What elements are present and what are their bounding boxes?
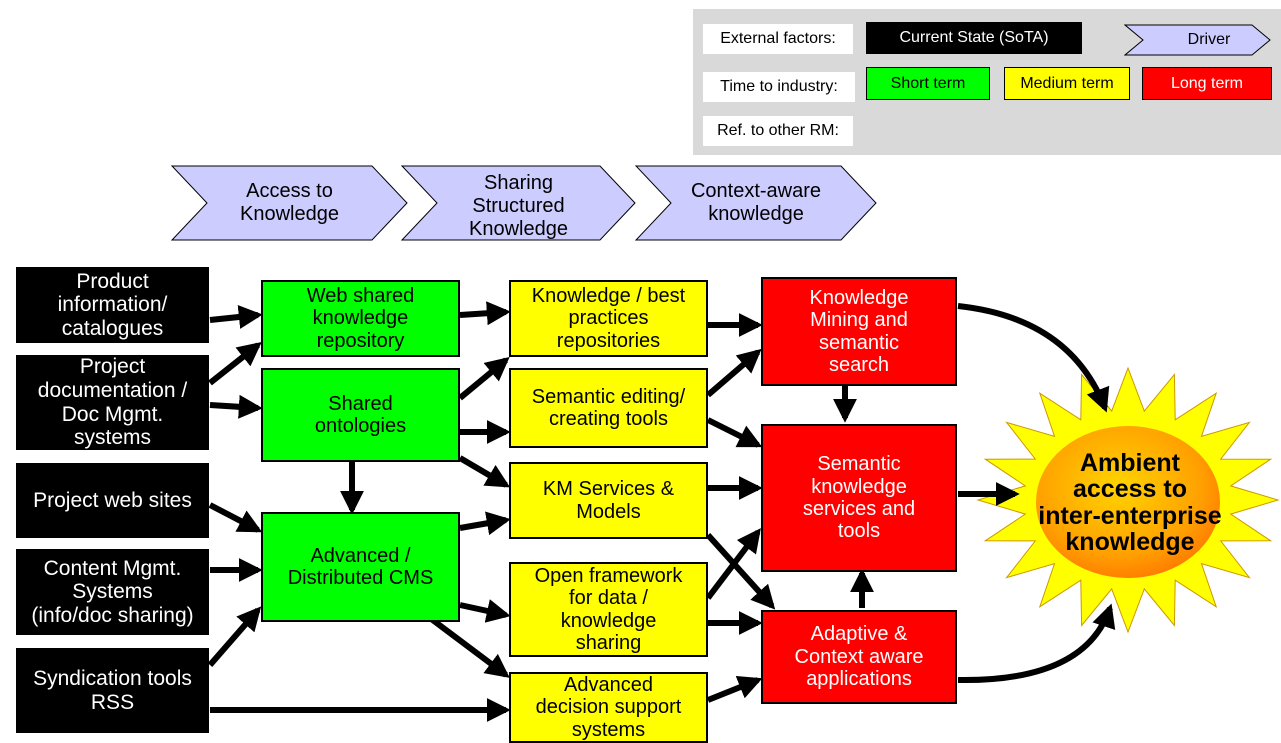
medium-term-decision-support: Advanced decision support systems xyxy=(509,672,708,743)
driver-chevron-1 xyxy=(170,165,408,241)
legend-ref-label: Ref. to other RM: xyxy=(703,116,853,146)
medium-term-open-framework: Open framework for data / knowledge shar… xyxy=(509,562,708,657)
legend-external-label: External factors: xyxy=(703,24,853,54)
goal-sun-core xyxy=(1036,426,1220,578)
external-project-documentation: Project documentation / Doc Mgmt. system… xyxy=(16,355,209,450)
external-content-mgmt-systems: Content Mgmt. Systems (info/doc sharing) xyxy=(16,549,209,635)
short-term-web-shared-repository: Web shared knowledge repository xyxy=(261,280,460,357)
short-term-advanced-cms: Advanced / Distributed CMS xyxy=(261,512,460,622)
driver-access-label: Access to Knowledge xyxy=(240,180,339,225)
external-product-information: Product information/ catalogues xyxy=(16,267,209,343)
medium-term-knowledge-repositories: Knowledge / best practices repositories xyxy=(509,280,708,357)
legend-short-swatch: Short term xyxy=(866,67,990,100)
legend-sota-swatch: Current State (SoTA) xyxy=(866,22,1082,54)
goal-label: Ambient access to inter-enterprise knowl… xyxy=(1038,449,1222,556)
legend-driver-label: Driver xyxy=(1187,31,1231,48)
long-term-knowledge-mining: Knowledge Mining and semantic search xyxy=(761,277,957,386)
external-syndication-tools: Syndication tools RSS xyxy=(16,648,209,733)
legend-medium-swatch: Medium term xyxy=(1004,67,1130,100)
driver-chevron-3 xyxy=(634,165,877,241)
medium-term-km-services: KM Services & Models xyxy=(509,462,708,539)
short-term-shared-ontologies: Shared ontologies xyxy=(261,368,460,462)
external-project-web-sites: Project web sites xyxy=(16,463,209,538)
legend-long-swatch: Long term xyxy=(1142,67,1272,100)
long-term-adaptive-applications: Adaptive & Context aware applications xyxy=(761,610,957,704)
medium-term-semantic-editing-tools: Semantic editing/ creating tools xyxy=(509,368,708,448)
driver-context-label: Context-aware knowledge xyxy=(690,180,822,225)
driver-sharing-label: Sharing Structured Knowledge xyxy=(469,171,568,240)
long-term-semantic-services: Semantic knowledge services and tools xyxy=(761,424,957,572)
driver-chevron-2 xyxy=(400,165,636,241)
legend-driver-chevron xyxy=(1124,24,1271,56)
legend-time-label: Time to industry: xyxy=(703,72,855,102)
